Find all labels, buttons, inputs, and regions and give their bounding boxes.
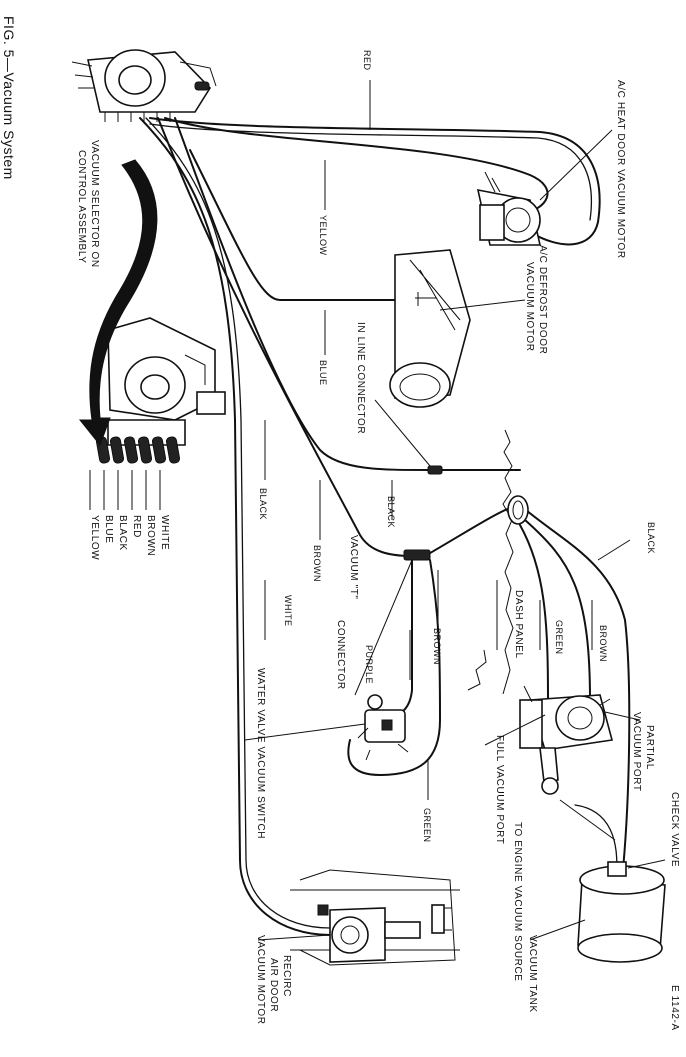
t-connector: [403, 549, 431, 561]
component-labels: A/C HEAT DOOR VACUUM MOTOR A/C DEFROST D…: [255, 80, 680, 1025]
hose-label-blue: BLUE: [318, 360, 328, 386]
purple-hose: [387, 555, 413, 719]
brown-right-hose: [524, 519, 591, 701]
t-connector-label-line1: VACUUM "T": [348, 535, 359, 600]
inline-connector-label: IN LINE CONNECTOR: [355, 322, 366, 434]
selector-detail-arrow: [78, 159, 158, 447]
defrost-motor-label-line2: VACUUM MOTOR: [524, 262, 535, 352]
vacuum-selector-top: [71, 49, 217, 122]
defrost-motor-label-line1: A/C DEFROST DOOR: [537, 245, 548, 354]
white-hose-inner: [145, 117, 331, 929]
hose-clamp: [507, 495, 529, 525]
partial-vacuum-port-label-line1: PARTIAL: [644, 725, 655, 770]
port-label-blue: BLUE: [103, 515, 114, 544]
hose-label-brown-mid: BROWN: [432, 628, 442, 665]
port-label-black: BLACK: [117, 515, 128, 551]
dash-panel-label: DASH PANEL: [513, 590, 524, 659]
brown-mid-hose: [424, 504, 519, 557]
figure-code: E 1142-A: [669, 985, 680, 1031]
recirc-motor-label-line3: VACUUM MOTOR: [255, 935, 266, 1025]
white-hose: [139, 117, 331, 936]
hose-lines: [139, 117, 631, 936]
blue-hose: [189, 149, 396, 301]
hose-label-purple: PURPLE: [364, 645, 374, 684]
black-right-hose: [519, 504, 631, 881]
hose-label-black-right: BLACK: [646, 522, 656, 554]
defrost-door-motor: [389, 249, 471, 408]
hose-label-brown-left: BROWN: [312, 545, 322, 582]
check-valve-label: CHECK VALVE: [669, 792, 680, 867]
vacuum-tank-label: VACUUM TANK: [527, 935, 538, 1013]
hose-label-black-left: BLACK: [258, 488, 268, 520]
green-right-hose: [519, 524, 549, 701]
water-valve-switch: [357, 694, 409, 761]
red-hose: [149, 117, 601, 246]
brown-hose: [157, 117, 413, 557]
port-label-red: RED: [131, 515, 142, 538]
recirc-motor-label-line1: RECIRC: [281, 955, 292, 997]
leader-lines: [244, 80, 666, 941]
inline-connector: [427, 465, 443, 475]
figure-caption: FIG. 5—Vacuum System E 1142-A: [1, 16, 680, 1031]
recirc-motor-label-line2: AIR DOOR: [268, 958, 279, 1012]
selector-label-line1: VACUUM SELECTOR ON: [89, 140, 100, 268]
vacuum-port-block: [519, 685, 614, 795]
full-vacuum-port-label: FULL VACUUM PORT: [494, 735, 505, 844]
figure-caption-text: FIG. 5—Vacuum System: [1, 16, 17, 180]
heat-door-motor: [476, 171, 541, 246]
water-valve-switch-label: WATER VALVE VACUUM SWITCH: [255, 668, 266, 839]
black-hose: [174, 117, 521, 471]
hose-label-green-low: GREEN: [422, 808, 432, 843]
selector-label-line2: CONTROL ASSEMBLY: [76, 150, 87, 264]
green-hose: [347, 559, 441, 776]
dash-panel-edge-2: [467, 649, 487, 691]
selector-label: VACUUM SELECTOR ON CONTROL ASSEMBLY: [76, 140, 100, 268]
partial-vacuum-port-label-line2: VACUUM PORT: [631, 712, 642, 792]
port-label-white: WHITE: [159, 515, 170, 550]
hose-label-green-right: GREEN: [554, 620, 564, 655]
recirc-motor: [290, 869, 460, 966]
port-label-yellow: YELLOW: [89, 515, 100, 560]
t-connector-label-line2: CONNECTOR: [335, 620, 346, 690]
hose-label-red: RED: [362, 50, 372, 71]
vacuum-selector-detail: [95, 317, 226, 464]
vacuum-tank: [577, 861, 666, 963]
selector-port-labels: WHITE BROWN RED BLACK BLUE YELLOW: [89, 470, 170, 560]
engine-source-label: TO ENGINE VACUUM SOURCE: [512, 822, 523, 982]
hose-label-yellow: YELLOW: [318, 215, 328, 256]
hose-label-white: WHITE: [283, 595, 293, 627]
yellow-hose: [164, 117, 549, 215]
hose-label-black-mid: BLACK: [386, 496, 396, 528]
dash-panel-edge: [502, 429, 514, 695]
hose-color-labels: RED YELLOW BLUE BLACK BLACK BLACK BROWN …: [258, 50, 656, 843]
port-label-brown: BROWN: [145, 515, 156, 556]
heat-door-motor-label: A/C HEAT DOOR VACUUM MOTOR: [615, 80, 626, 259]
hose-label-brown-right: BROWN: [598, 625, 608, 662]
